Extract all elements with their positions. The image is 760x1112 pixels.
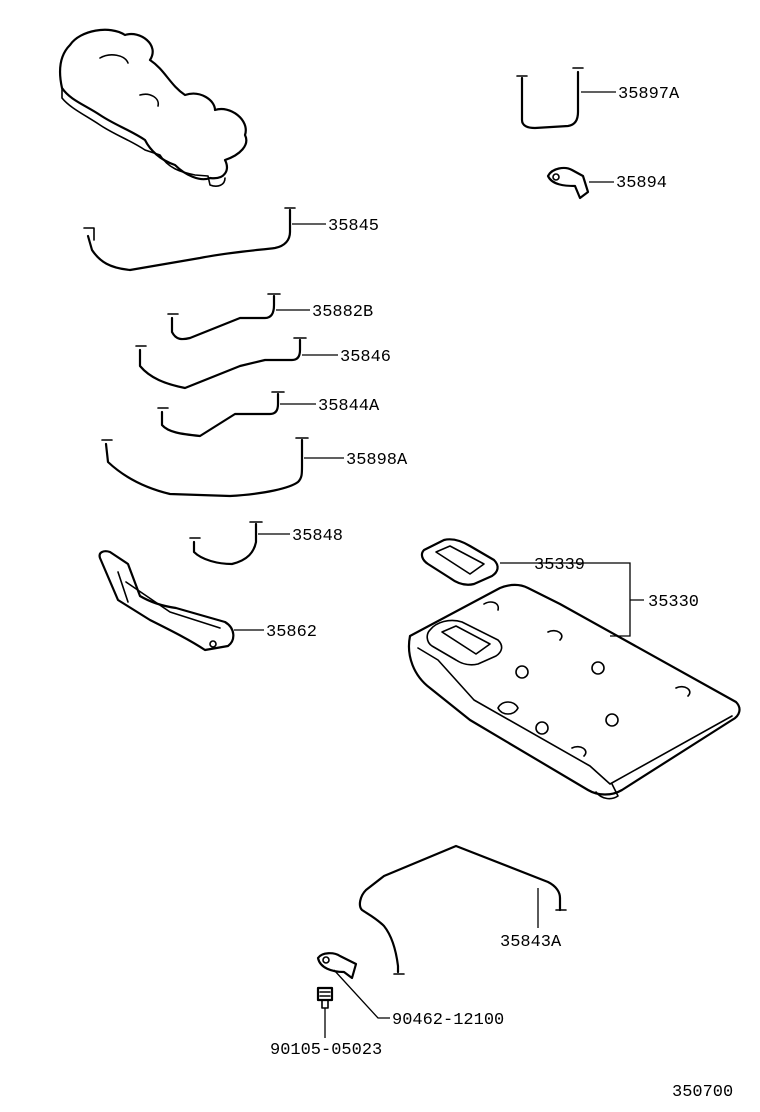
clip-35894: 35894: [546, 166, 667, 200]
label-35330: 35330: [648, 593, 699, 612]
label-35898A: 35898A: [346, 451, 408, 470]
label-35843A: 35843A: [500, 933, 562, 952]
label-35848: 35848: [292, 527, 343, 546]
label-35845: 35845: [328, 217, 379, 236]
label-90462-12100: 90462-12100: [392, 1011, 504, 1030]
label-35894: 35894: [616, 174, 667, 193]
label-35862: 35862: [266, 623, 317, 642]
label-35882B: 35882B: [312, 303, 373, 322]
pipe-35845: 35845: [83, 207, 379, 272]
label-90105-05023: 90105-05023: [270, 1041, 382, 1060]
label-35339: 35339: [534, 556, 585, 575]
bracket-35862: 35862: [98, 550, 317, 652]
bolt-90105: 90105-05023: [270, 986, 382, 1060]
label-35846: 35846: [340, 348, 391, 367]
gasket-35339: 35339: [420, 538, 585, 586]
pipe-35844A: 35844A: [157, 391, 380, 438]
figure-number: 350700: [672, 1083, 733, 1102]
valve-body-part: [59, 28, 248, 187]
clamp-90462: 90462-12100: [316, 952, 504, 1030]
pipe-35846: 35846: [135, 337, 391, 390]
pipe-35898A: 35898A: [101, 437, 408, 498]
label-35897A: 35897A: [618, 85, 680, 104]
pipe-35848: 35848: [189, 521, 343, 566]
strainer-35330: 35330: [407, 562, 741, 800]
pipe-35843A: 35843A: [358, 844, 567, 975]
pipe-35882B: 35882B: [167, 293, 373, 341]
pipe-35897A: 35897A: [516, 67, 680, 130]
label-35844A: 35844A: [318, 397, 380, 416]
